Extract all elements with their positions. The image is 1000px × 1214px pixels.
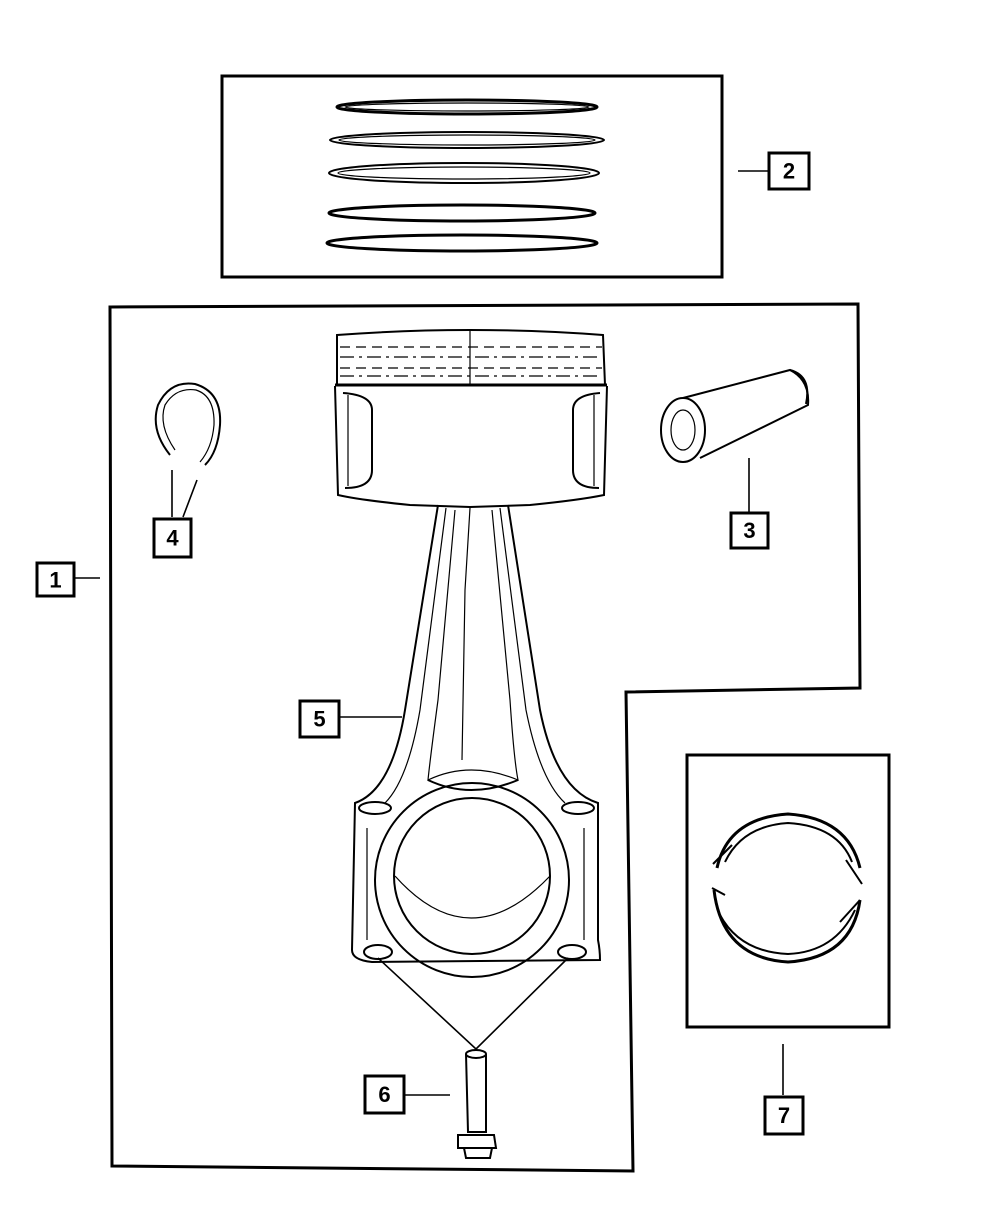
- svg-text:5: 5: [313, 707, 325, 732]
- leader-6-bosses: [377, 957, 569, 1051]
- svg-text:3: 3: [743, 518, 755, 543]
- bearing-shells: [711, 812, 863, 964]
- callout-3: 3: [729, 511, 770, 550]
- piston: [334, 329, 608, 509]
- rod-bolt: [457, 1049, 498, 1159]
- callout-6: 6: [363, 1074, 406, 1115]
- callout-4: 4: [152, 517, 193, 559]
- bearing-frame: [685, 753, 891, 1029]
- piston-assembly-frame: [108, 302, 862, 1173]
- leader-4: [171, 470, 198, 518]
- svg-text:4: 4: [166, 526, 179, 551]
- callout-1: 1: [35, 561, 76, 598]
- callout-7: 7: [763, 1095, 805, 1136]
- connecting-rod: [350, 504, 602, 978]
- svg-text:2: 2: [783, 159, 795, 184]
- svg-text:1: 1: [49, 568, 61, 593]
- piston-ring-set: [325, 98, 605, 253]
- piston-rings-frame: [220, 74, 724, 279]
- snap-ring: [154, 382, 222, 466]
- svg-text:6: 6: [378, 1082, 390, 1107]
- svg-text:7: 7: [778, 1103, 790, 1128]
- piston-pin: [660, 368, 810, 463]
- callout-5: 5: [298, 699, 341, 739]
- callout-2: 2: [767, 151, 811, 191]
